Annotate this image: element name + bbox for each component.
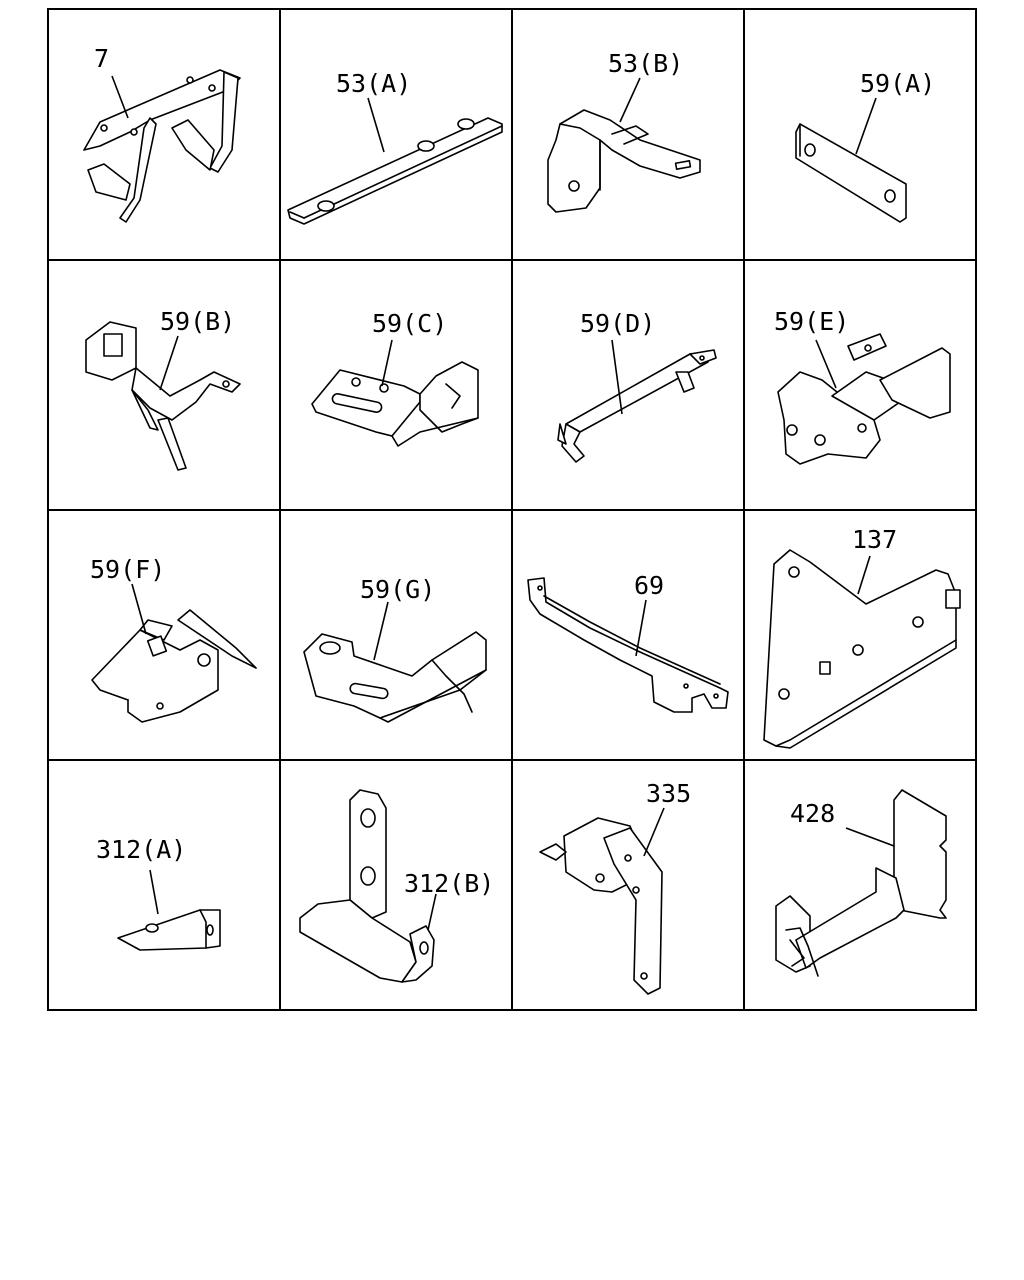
part-53b-leader xyxy=(619,77,641,123)
part-53a-leader xyxy=(367,97,385,153)
part-69-label: 69 xyxy=(634,571,664,600)
part-69-leader xyxy=(635,599,647,657)
part-59d-cell: 59(D) xyxy=(557,309,717,463)
part-59c-cell: 59(C) xyxy=(311,309,479,447)
part-59b-label: 59(B) xyxy=(160,307,235,336)
part-59a-leader xyxy=(855,97,877,155)
part-312a-label: 312(A) xyxy=(96,835,186,864)
grid-frame xyxy=(47,8,977,1011)
part-312a-bracket-drawing xyxy=(117,909,221,951)
part-335-bracket-drawing xyxy=(539,817,663,995)
part-59g-cell: 59(G) xyxy=(303,575,487,723)
part-7-bracket-drawing xyxy=(83,69,241,223)
part-59f-bracket-drawing xyxy=(91,609,257,723)
part-53b-bracket-drawing xyxy=(547,109,701,213)
part-59f-leader xyxy=(131,583,147,635)
part-428-cell: 428 xyxy=(775,789,947,977)
part-59g-label: 59(G) xyxy=(360,575,435,604)
part-7-leader xyxy=(111,75,129,119)
part-59e-cell: 59(E) xyxy=(774,307,951,465)
part-59f-cell: 59(F) xyxy=(90,555,257,723)
part-59f-label: 59(F) xyxy=(90,555,165,584)
part-53a-label: 53(A) xyxy=(336,69,411,98)
part-428-label: 428 xyxy=(790,799,835,828)
part-7-label: 7 xyxy=(94,44,109,73)
part-59a-cell: 59(A) xyxy=(795,69,935,223)
part-59b-cell: 59(B) xyxy=(85,307,241,471)
part-59b-leader xyxy=(159,335,179,391)
part-59e-label: 59(E) xyxy=(774,307,849,336)
part-59c-label: 59(C) xyxy=(372,309,447,338)
part-53b-label: 53(B) xyxy=(608,49,683,78)
part-69-bracket-drawing xyxy=(527,577,729,713)
part-312b-label: 312(B) xyxy=(404,869,494,898)
part-53a-cell: 53(A) xyxy=(287,69,503,225)
part-59b-bracket-drawing xyxy=(85,321,241,471)
part-53a-plate-drawing xyxy=(287,117,503,225)
part-137-leader xyxy=(857,555,871,595)
part-312b-leader xyxy=(427,893,437,931)
part-312b-bracket-drawing xyxy=(299,789,435,983)
part-312a-cell: 312(A) xyxy=(96,835,221,951)
part-59a-plate-drawing xyxy=(795,123,907,223)
part-335-cell: 335 xyxy=(539,779,691,995)
part-137-bracket-drawing xyxy=(763,549,961,749)
part-59d-bracket-drawing xyxy=(557,349,717,463)
part-59g-leader xyxy=(373,601,389,661)
part-69-cell: 69 xyxy=(527,571,729,713)
part-335-label: 335 xyxy=(646,779,691,808)
part-59c-leader xyxy=(381,339,393,387)
part-312a-leader xyxy=(149,869,159,915)
part-335-leader xyxy=(643,807,665,857)
part-59g-bracket-drawing xyxy=(303,631,487,723)
part-428-leader xyxy=(845,827,895,847)
part-428-bracket-drawing xyxy=(775,789,947,977)
part-59d-leader xyxy=(611,339,623,415)
part-53b-cell: 53(B) xyxy=(547,49,701,213)
part-59a-label: 59(A) xyxy=(860,69,935,98)
part-137-label: 137 xyxy=(852,525,897,554)
part-137-cell: 137 xyxy=(763,525,961,749)
part-59c-bracket-drawing xyxy=(311,361,479,447)
part-59e-leader xyxy=(815,339,837,389)
part-7-cell: 7 xyxy=(83,44,241,223)
part-312b-cell: 312(B) xyxy=(299,789,494,983)
part-59d-label: 59(D) xyxy=(580,309,655,338)
part-59e-bracket-drawing xyxy=(777,333,951,465)
